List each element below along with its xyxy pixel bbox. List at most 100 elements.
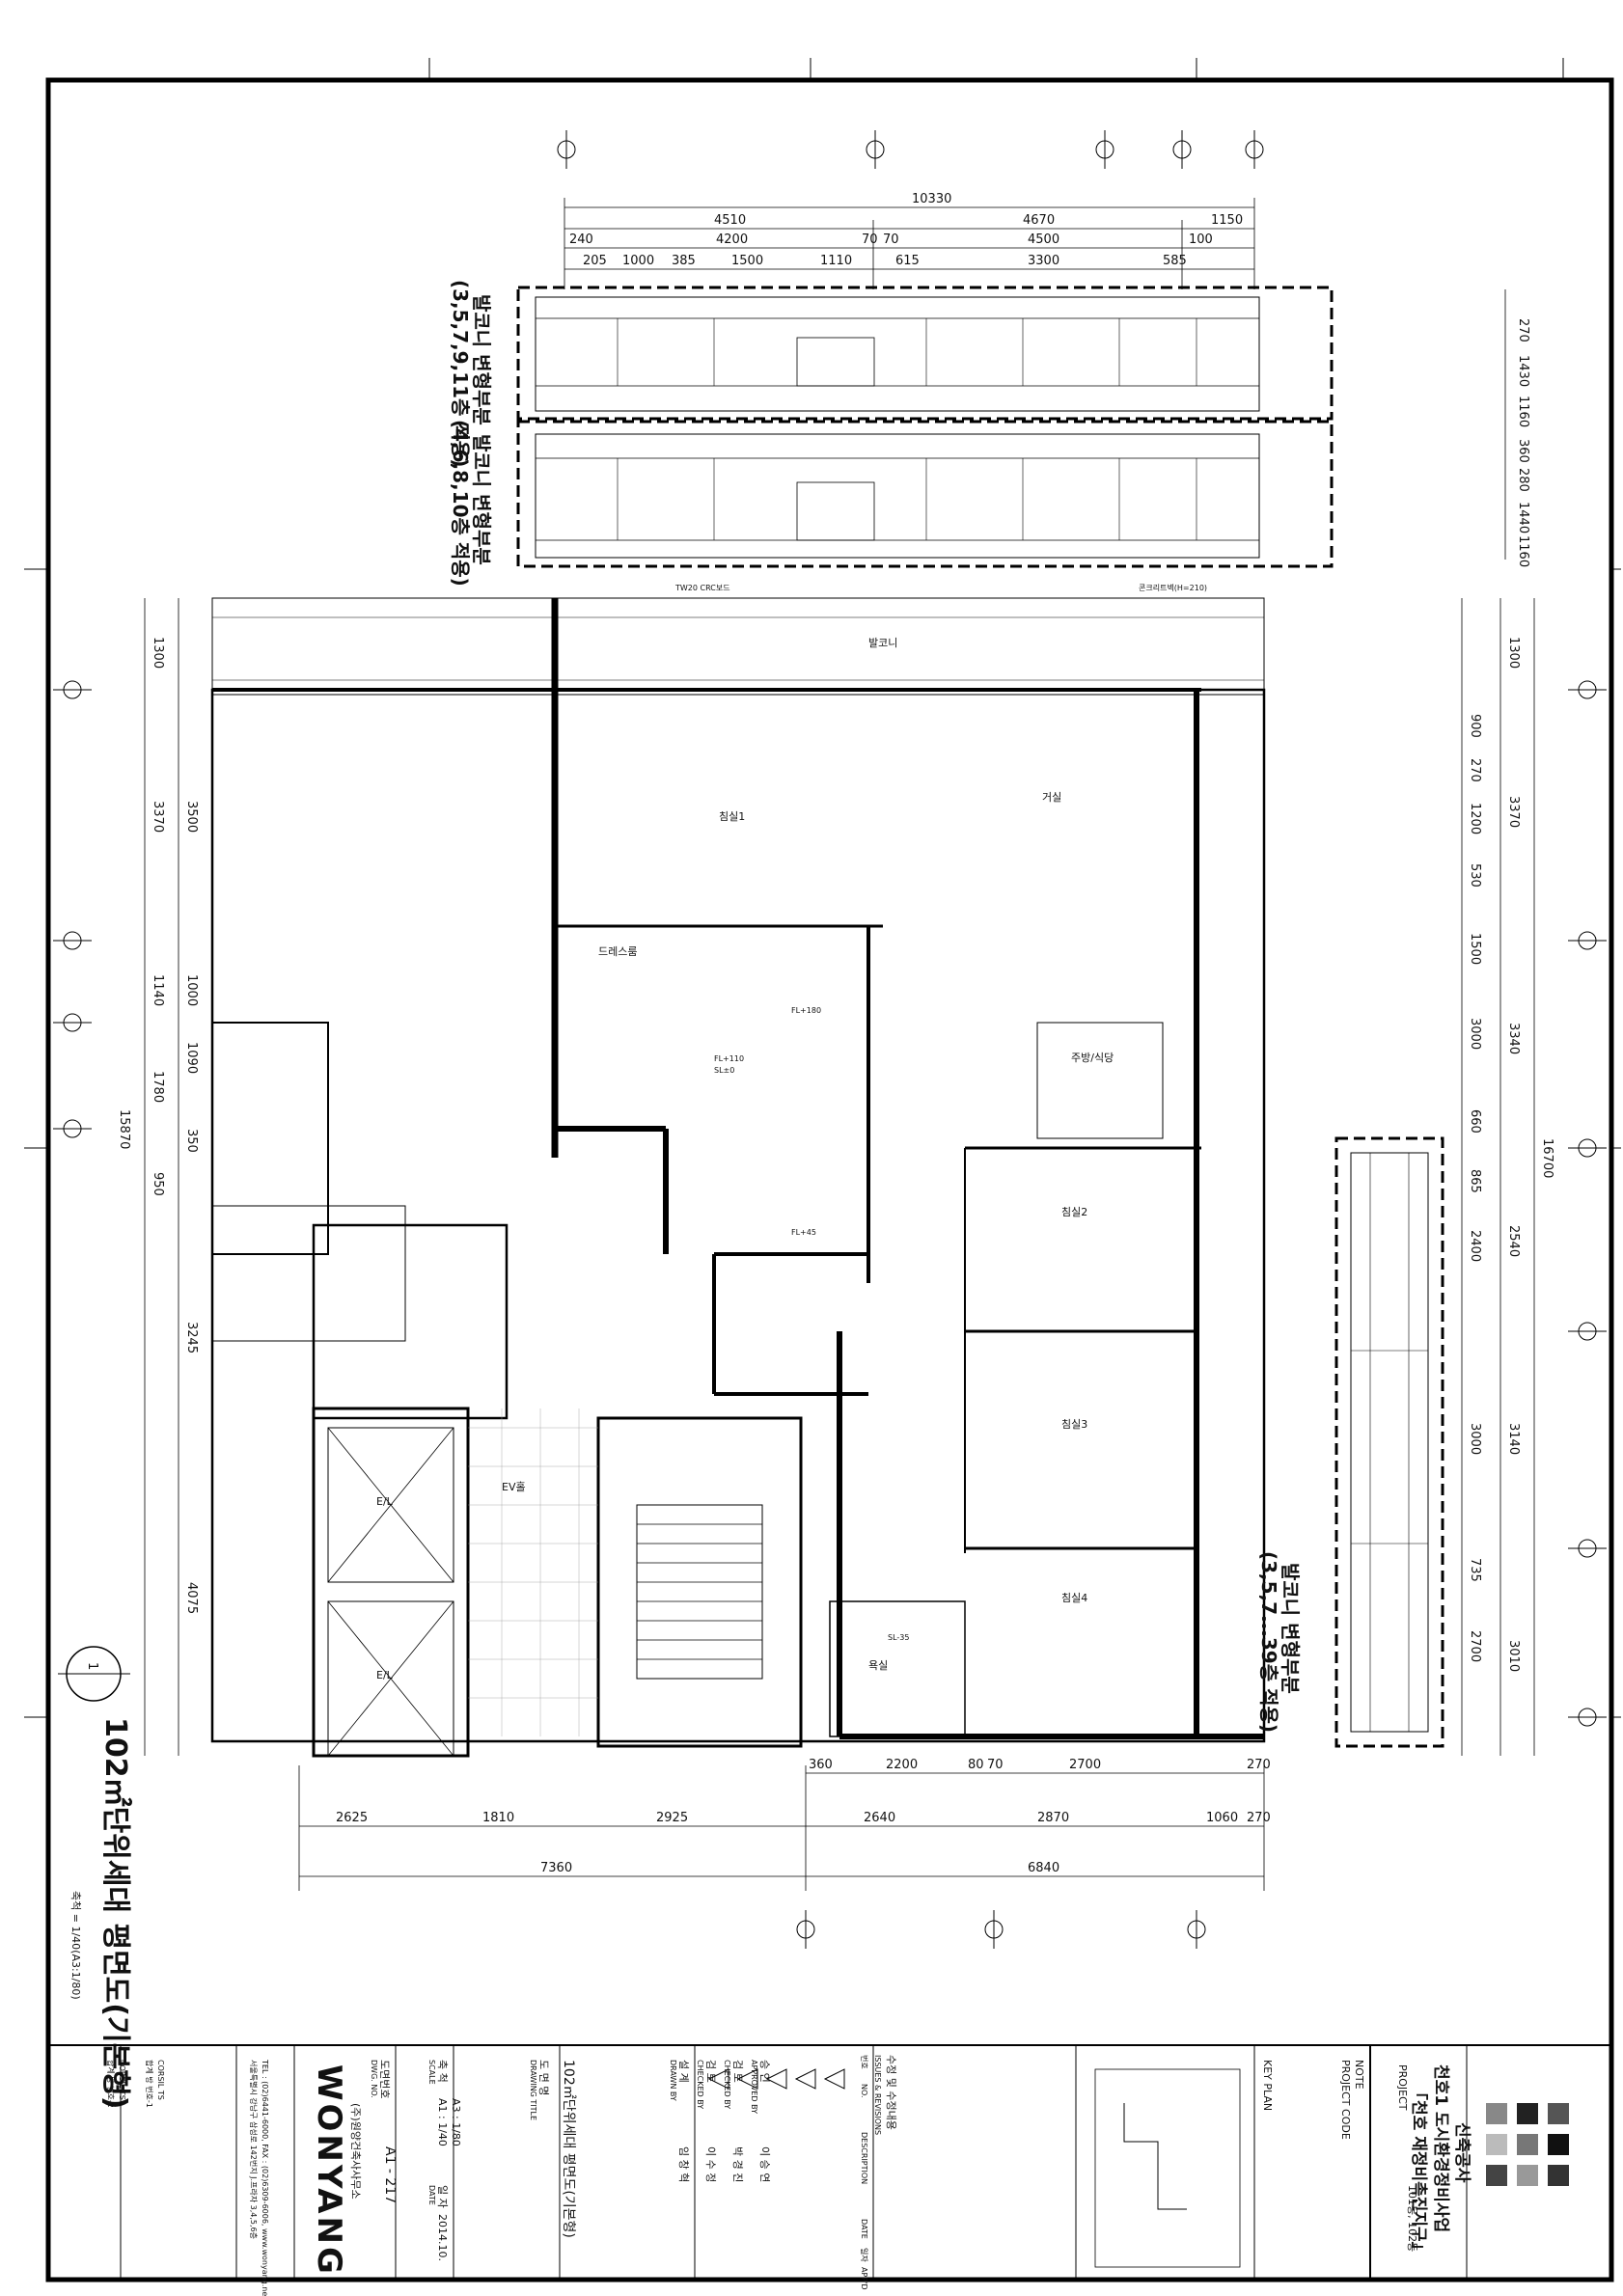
dim-bot-1a: 360 xyxy=(809,1758,833,1772)
svg-text:DWG. NO.: DWG. NO. xyxy=(370,2060,378,2098)
dim-rt-a: 270 xyxy=(1516,318,1530,342)
svg-text:신축공사: 신축공사 xyxy=(1452,2122,1472,2183)
dim-left-2: 3370 xyxy=(151,801,165,833)
svg-text:(3,5,7...39층 적용): (3,5,7...39층 적용) xyxy=(1257,1551,1280,1733)
svg-text:2014.10.: 2014.10. xyxy=(436,2214,449,2261)
dim-bot-1b: 2200 xyxy=(886,1758,918,1772)
room-dress: 드레스룸 xyxy=(598,945,637,958)
dim-bot-1c: 80 xyxy=(968,1758,984,1772)
svg-text:KEY PLAN: KEY PLAN xyxy=(1261,2060,1274,2111)
dim-top-4h: 585 xyxy=(1163,254,1187,268)
svg-text:102㎡단위세대 평면도(기본형): 102㎡단위세대 평면도(기본형) xyxy=(561,2060,576,2238)
svg-text:검 토: 검 토 xyxy=(731,2060,744,2083)
detail-bubble xyxy=(58,1646,130,1702)
room-bedroom2: 침실2 xyxy=(1061,1206,1087,1218)
dim-rt-c: 1160 xyxy=(1516,396,1530,427)
dim-right-o6: 3010 xyxy=(1506,1640,1521,1672)
svg-text:WONYANG: WONYANG xyxy=(310,2064,348,2277)
svg-text:NOTE: NOTE xyxy=(1353,2060,1365,2090)
svg-text:(3,5,7,9,11층 적용): (3,5,7,9,11층 적용) xyxy=(449,280,472,467)
svg-text:DRAWING TITLE: DRAWING TITLE xyxy=(529,2060,537,2120)
dim-right-11: 735 xyxy=(1468,1558,1482,1582)
dim-right-12: 2700 xyxy=(1468,1630,1482,1662)
dim-top-4b: 1000 xyxy=(622,254,654,268)
dim-right-o1: 1300 xyxy=(1506,637,1521,669)
svg-text:발코니 변형부분: 발코니 변형부분 xyxy=(1279,1563,1302,1694)
room-balcony: 발코니 xyxy=(868,637,897,649)
level-tag-1: FL+110 xyxy=(714,1054,744,1063)
room-bedroom3: 침실3 xyxy=(1061,1418,1087,1431)
dim-bot-1f: 270 xyxy=(1247,1758,1271,1772)
tb-signatures: 설 계 DRAWN BY 임 창 혁 검 토 CHECKED BY 이 수 정 … xyxy=(669,2060,771,2182)
logo-mark xyxy=(1486,2103,1569,2186)
note-concrete: 콘크리트벽(H=210) xyxy=(1139,583,1207,592)
dim-right-3: 1200 xyxy=(1468,803,1482,834)
bottom-dimensions xyxy=(298,1765,1265,1891)
dim-top-4f: 615 xyxy=(895,254,920,268)
dim-left-i5: 3245 xyxy=(184,1322,199,1353)
dim-right-2: 270 xyxy=(1468,758,1482,782)
dim-bot-3a: 7360 xyxy=(540,1861,572,1875)
svg-text:수정 및 수정내용: 수정 및 수정내용 xyxy=(885,2055,897,2130)
svg-text:A1 : 1/40: A1 : 1/40 xyxy=(436,2098,449,2146)
dim-right-8: 865 xyxy=(1468,1169,1482,1193)
svg-text:CHECKED BY: CHECKED BY xyxy=(696,2060,704,2109)
grid-bubbles-bottom xyxy=(796,1910,1206,1949)
dim-top-4d: 1500 xyxy=(731,254,763,268)
dim-left-3: 1140 xyxy=(151,974,165,1006)
level-tag-3: FL+180 xyxy=(791,1006,821,1015)
svg-text:SCALE: SCALE xyxy=(427,2060,436,2085)
dim-right-7: 660 xyxy=(1468,1109,1482,1134)
dim-bot-2a: 2625 xyxy=(336,1811,368,1825)
svg-text:박 경 진: 박 경 진 xyxy=(731,2146,744,2182)
svg-text:일자: 일자 xyxy=(860,2248,868,2262)
svg-text:PROJECT CODE: PROJECT CODE xyxy=(1339,2060,1352,2140)
scale-note-rotated: 축척 = 1/40(A3:1/80) xyxy=(69,1891,82,2000)
room-elevator-2: E/L xyxy=(376,1669,394,1681)
svg-text:합계 방 번호-2: 합계 방 번호-2 xyxy=(106,2060,116,2108)
dim-right-1: 900 xyxy=(1468,714,1482,738)
tb-project: PROJECT 「천호 재정비촉진지구」 천호1 도시환경정비사업 신축공사 xyxy=(1396,2064,1472,2258)
svg-text:축 척: 축 척 xyxy=(436,2060,449,2083)
drawing-title-rotated: 102㎡단위세대 평면도(기본형) xyxy=(98,1717,132,2110)
svg-text:발코니 변형부분: 발코니 변형부분 xyxy=(470,294,493,425)
dim-left-i4: 350 xyxy=(184,1129,199,1153)
dim-top-3b: 4200 xyxy=(716,232,748,247)
dim-bot-2f: 1060 xyxy=(1206,1811,1238,1825)
dim-top-4a: 205 xyxy=(583,254,607,268)
balcony-variant-top-2 xyxy=(516,420,1334,568)
dim-left-total: 15870 xyxy=(117,1109,131,1149)
svg-text:(4,6,8,10층 적용): (4,6,8,10층 적용) xyxy=(449,420,472,587)
room-bedroom4: 침실4 xyxy=(1061,1592,1087,1604)
level-tag-4: FL+45 xyxy=(791,1228,816,1237)
dim-right-o2: 3370 xyxy=(1506,796,1521,828)
svg-text:합계 방 번호-1: 합계 방 번호-1 xyxy=(145,2060,154,2108)
svg-text:축척 = 1/40(A3:1/80): 축척 = 1/40(A3:1/80) xyxy=(69,1891,82,2000)
tb-scale: 축 척 SCALE A1 : 1/40 A3 : 1/80 일 자 DATE 2… xyxy=(427,2060,462,2261)
variant-label-1: 발코니 변형부분 (3,5,7,9,11층 적용) xyxy=(449,280,493,467)
svg-text:DATE: DATE xyxy=(860,2219,868,2239)
level-tag-5: SL-35 xyxy=(888,1633,909,1642)
svg-text:101동, 102동: 101동, 102동 xyxy=(1406,2185,1418,2252)
dim-top-3c: 70 xyxy=(862,232,878,247)
dim-top-2c: 1150 xyxy=(1211,213,1243,228)
room-elevator-1: E/L xyxy=(376,1495,394,1508)
detail-number: 1 xyxy=(85,1662,99,1670)
svg-text:TEL : (02)6441-6000, FAX : (02: TEL : (02)6441-6000, FAX : (02)6309-6006… xyxy=(261,2059,269,2296)
dim-rt-g: 1160 xyxy=(1516,535,1530,567)
stair-treads xyxy=(637,1523,762,1660)
dim-rt-d: 360 xyxy=(1516,439,1530,463)
dim-right-o4: 2540 xyxy=(1506,1225,1521,1257)
dim-left-i3: 1090 xyxy=(184,1042,199,1074)
svg-text:102㎡단위세대 평면도(기본형): 102㎡단위세대 평면도(기본형) xyxy=(98,1717,132,2110)
dim-right-4: 530 xyxy=(1468,863,1482,888)
sheet-border xyxy=(45,77,1614,2282)
dim-top-4g: 3300 xyxy=(1028,254,1059,268)
svg-text:(주)원양건축사사무소: (주)원양건축사사무소 xyxy=(349,2103,362,2200)
svg-text:NO.: NO. xyxy=(860,2084,868,2098)
svg-text:A1 - 217: A1 - 217 xyxy=(382,2146,398,2203)
svg-text:이 수 정: 이 수 정 xyxy=(704,2146,717,2182)
dim-bot-1e: 2700 xyxy=(1069,1758,1101,1772)
dim-left-i1: 3500 xyxy=(184,801,199,833)
dim-bot-1d: 70 xyxy=(987,1758,1004,1772)
